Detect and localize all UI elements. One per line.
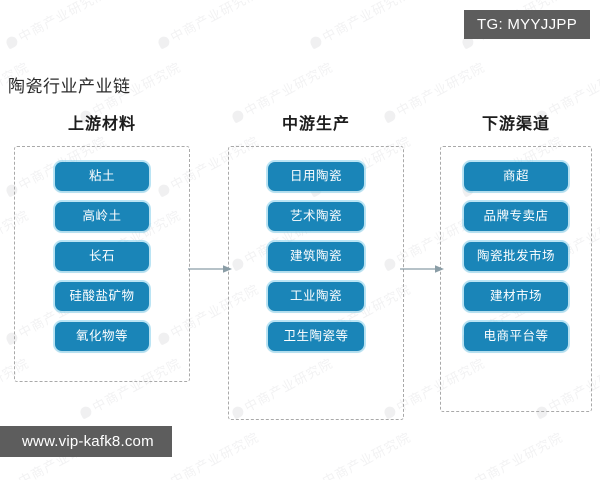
stage-column-midstream: 中游生产 日用陶瓷 艺术陶瓷 建筑陶瓷 工业陶瓷 卫生陶瓷等 — [228, 110, 404, 420]
stage-header-midstream: 中游生产 — [281, 116, 350, 133]
node-item[interactable]: 硅酸盐矿物 — [55, 282, 149, 311]
node-item[interactable]: 日用陶瓷 — [268, 162, 364, 191]
node-item[interactable]: 粘土 — [55, 162, 149, 191]
node-item[interactable]: 商超 — [464, 162, 568, 191]
stage-column-upstream: 上游材料 粘土 高岭土 长石 硅酸盐矿物 氧化物等 — [14, 110, 190, 382]
stage-box-midstream: 日用陶瓷 艺术陶瓷 建筑陶瓷 工业陶瓷 卫生陶瓷等 — [228, 146, 404, 420]
stage-header-downstream: 下游渠道 — [481, 116, 550, 133]
node-item[interactable]: 建材市场 — [464, 282, 568, 311]
arrow-midstream-to-downstream — [400, 265, 444, 273]
page-title: 陶瓷行业产业链 — [8, 77, 131, 96]
arrow-upstream-to-midstream — [188, 265, 232, 273]
node-item[interactable]: 建筑陶瓷 — [268, 242, 364, 271]
node-item[interactable]: 电商平台等 — [464, 322, 568, 351]
node-item[interactable]: 氧化物等 — [55, 322, 149, 351]
node-item[interactable]: 品牌专卖店 — [464, 202, 568, 231]
stage-header-upstream: 上游材料 — [67, 116, 136, 133]
node-item[interactable]: 高岭土 — [55, 202, 149, 231]
node-item[interactable]: 陶瓷批发市场 — [464, 242, 568, 271]
stage-column-downstream: 下游渠道 商超 品牌专卖店 陶瓷批发市场 建材市场 电商平台等 — [440, 110, 592, 412]
stage-box-downstream: 商超 品牌专卖店 陶瓷批发市场 建材市场 电商平台等 — [440, 146, 592, 412]
node-item[interactable]: 工业陶瓷 — [268, 282, 364, 311]
website-url-badge: www.vip-kafk8.com — [0, 426, 172, 457]
node-item[interactable]: 长石 — [55, 242, 149, 271]
telegram-handle-badge: TG: MYYJJPP — [464, 10, 590, 39]
stage-box-upstream: 粘土 高岭土 长石 硅酸盐矿物 氧化物等 — [14, 146, 190, 382]
node-item[interactable]: 艺术陶瓷 — [268, 202, 364, 231]
node-item[interactable]: 卫生陶瓷等 — [268, 322, 364, 351]
